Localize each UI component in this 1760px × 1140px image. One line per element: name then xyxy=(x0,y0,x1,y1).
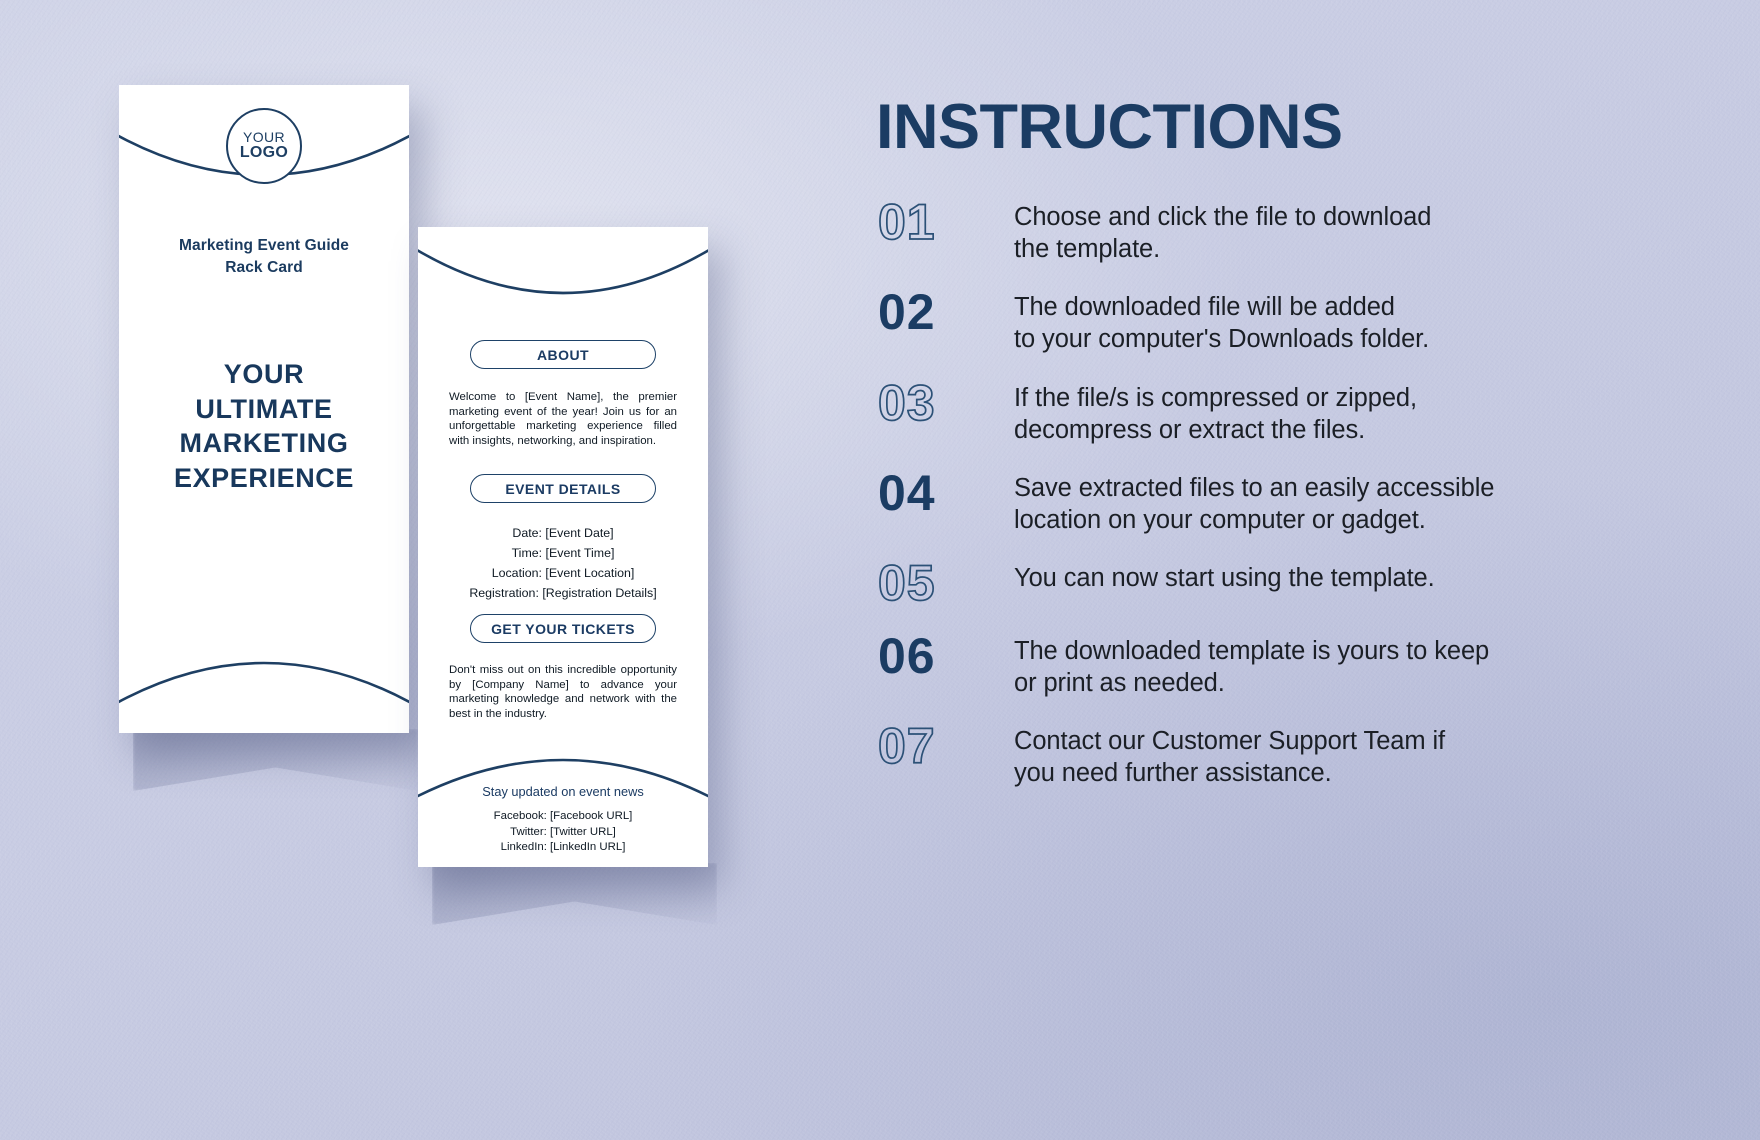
step-07-line-2: you need further assistance. xyxy=(1014,759,1332,788)
social-link-facebook[interactable]: Facebook: [Facebook URL] xyxy=(493,810,633,822)
rack-card-back[interactable]: ABOUT Welcome to [Event Name], the premi… xyxy=(418,227,708,867)
headline-line-1: YOUR xyxy=(223,359,305,389)
logo-badge: YOUR LOGO xyxy=(226,108,302,184)
step-number-02: 02 xyxy=(878,284,936,341)
step-number-07: 07 xyxy=(877,718,936,775)
step-02-line-2: to your computer's Downloads folder. xyxy=(1014,325,1430,354)
about-heading-pill: ABOUT xyxy=(470,340,656,369)
step-number-04: 04 xyxy=(878,464,936,521)
event-detail-registration: Registration: [Registration Details] xyxy=(469,586,657,601)
social-link-twitter[interactable]: Twitter: [Twitter URL] xyxy=(510,825,616,838)
social-heading-label: Stay updated on event news xyxy=(482,784,644,799)
event-details-heading-label: EVENT DETAILS xyxy=(505,480,621,497)
back-top-arc-decoration xyxy=(418,248,708,295)
step-04-line-2: location on your computer or gadget. xyxy=(1014,505,1426,534)
front-subtitle-line-2: Rack Card xyxy=(225,259,303,277)
instruction-step: 04 Save extracted files to an easily acc… xyxy=(872,464,1672,536)
step-02-line-1: The downloaded file will be added xyxy=(1014,293,1395,322)
step-01-line-1: Choose and click the file to download xyxy=(1014,203,1432,231)
instruction-step: 03 If the file/s is compressed or zipped… xyxy=(872,374,1672,446)
get-tickets-heading-pill[interactable]: GET YOUR TICKETS xyxy=(470,614,656,643)
step-text-07: Contact our Customer Support Team if you… xyxy=(1014,721,1672,789)
step-07-line-1: Contact our Customer Support Team if xyxy=(1014,727,1446,756)
step-text-03: If the file/s is compressed or zipped, d… xyxy=(1014,378,1672,446)
step-number-03: 03 xyxy=(877,374,936,431)
social-links-list: Facebook: [Facebook URL] Twitter: [Twitt… xyxy=(418,809,708,856)
headline-line-2: ULTIMATE xyxy=(195,393,333,424)
event-detail-location: Location: [Event Location] xyxy=(491,566,635,581)
logo-line-2: LOGO xyxy=(239,143,289,161)
instruction-step: 05 You can now start using the template. xyxy=(872,555,1672,611)
logo-line-1: YOUR xyxy=(242,129,286,146)
step-text-04: Save extracted files to an easily access… xyxy=(1014,468,1672,536)
event-detail-time: Time: [Event Time] xyxy=(511,546,615,561)
about-heading-label: ABOUT xyxy=(536,346,590,363)
headline-line-3: MARKETING xyxy=(179,428,349,459)
instruction-step: 02 The downloaded file will be added to … xyxy=(872,287,1672,355)
step-text-06: The downloaded template is yours to keep… xyxy=(1014,631,1672,699)
front-subtitle-line-1: Marketing Event Guide xyxy=(178,237,350,254)
step-number-06: 06 xyxy=(878,628,936,684)
instruction-step: 01 Choose and click the file to download… xyxy=(872,194,1672,265)
step-number-01: 01 xyxy=(877,194,936,250)
front-card-subtitle: Marketing Event Guide Rack Card xyxy=(119,235,409,280)
tickets-body-text: Don't miss out on this incredible opport… xyxy=(449,664,677,720)
step-text-01: Choose and click the file to download th… xyxy=(1014,197,1672,265)
instruction-step: 07 Contact our Customer Support Team if … xyxy=(872,718,1672,789)
social-link-linkedin[interactable]: LinkedIn: [LinkedIn URL] xyxy=(500,841,626,854)
about-body-text: Welcome to [Event Name], the premier mar… xyxy=(449,391,677,447)
bottom-arc-decoration xyxy=(119,661,409,704)
back-bottom-arc-decoration xyxy=(418,758,708,798)
get-tickets-heading-label: GET YOUR TICKETS xyxy=(491,620,635,637)
headline-line-4: EXPERIENCE xyxy=(173,462,355,493)
rack-card-front[interactable]: YOUR LOGO Marketing Event Guide Rack Car… xyxy=(119,85,409,733)
step-03-line-2: decompress or extract the files. xyxy=(1014,415,1366,444)
step-03-line-1: If the file/s is compressed or zipped, xyxy=(1014,383,1417,412)
step-text-05: You can now start using the template. xyxy=(1014,558,1672,594)
event-details-heading-pill: EVENT DETAILS xyxy=(470,474,656,503)
front-card-headline: YOUR ULTIMATE MARKETING EXPERIENCE xyxy=(119,357,409,495)
instruction-step: 06 The downloaded template is yours to k… xyxy=(872,631,1672,699)
step-01-line-2: the template. xyxy=(1014,235,1161,264)
step-text-02: The downloaded file will be added to you… xyxy=(1014,287,1672,355)
step-06-line-1: The downloaded template is yours to keep xyxy=(1014,637,1490,665)
step-06-line-2: or print as needed. xyxy=(1014,669,1225,698)
event-detail-date: Date: [Event Date] xyxy=(512,526,614,540)
step-04-line-1: Save extracted files to an easily access… xyxy=(1014,473,1495,502)
event-details-list: Date: [Event Date] Time: [Event Time] Lo… xyxy=(418,523,708,603)
step-number-05: 05 xyxy=(877,555,936,611)
step-05-line-1: You can now start using the template. xyxy=(1014,564,1435,592)
instructions-panel: INSTRUCTIONS 01 Choose and click the fil… xyxy=(872,96,1672,812)
instructions-title: INSTRUCTIONS xyxy=(876,92,1343,162)
